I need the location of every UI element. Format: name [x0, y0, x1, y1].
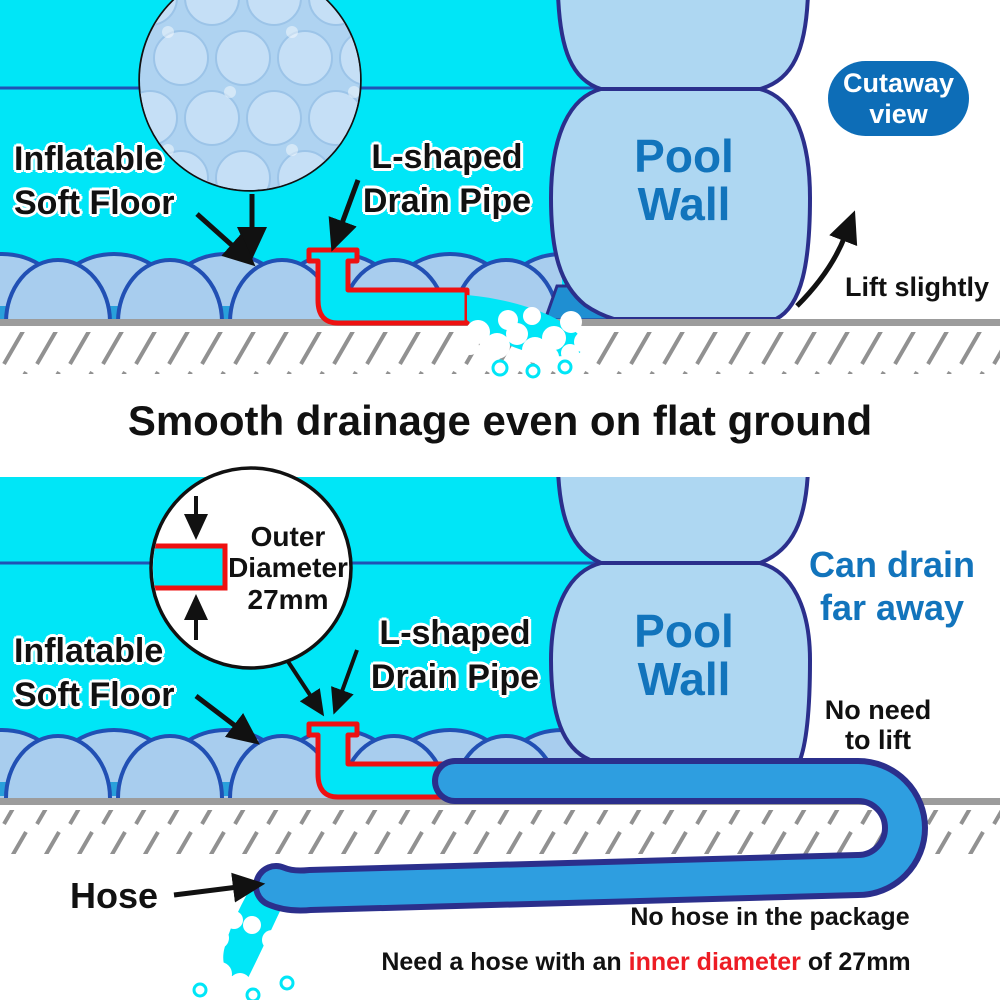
- arrow-magnifier-to-pipe: [285, 658, 325, 717]
- label-soft-floor-bottom: Inflatable Soft Floor: [14, 632, 175, 714]
- arrow-drain-pipe-label: [328, 179, 361, 252]
- label-no-need-to-lift: No need to lift: [824, 695, 932, 756]
- pool-wall: [548, 0, 813, 321]
- arrow-soft-floor: [195, 212, 256, 267]
- arrow-soft-floor: [194, 694, 260, 745]
- note-no-hose: No hose in the package: [630, 903, 910, 931]
- l-shaped-drain-pipe: [306, 721, 473, 800]
- label-pool-wall-top: Pool Wall: [634, 130, 734, 230]
- pipe-cross-section: [153, 543, 228, 591]
- arrow-hose-label: [173, 872, 266, 903]
- label-soft-floor-top: Inflatable Soft Floor: [14, 140, 175, 222]
- bottom-panel-arrows: [173, 649, 359, 903]
- label-can-drain: Can drain far away: [808, 544, 976, 629]
- bubble-texture: [140, 0, 360, 190]
- l-shaped-drain-pipe: [306, 247, 470, 326]
- outer-diameter-magnifier: [149, 466, 353, 670]
- arrow-drain-pipe-label: [331, 649, 359, 715]
- inner-diameter-highlight: inner diameter: [628, 948, 801, 976]
- drain-hose: [253, 758, 928, 914]
- pool-wall: [548, 477, 813, 767]
- top-panel-arrows: [195, 179, 858, 308]
- floor-texture-magnifier: [138, 0, 362, 192]
- drain-water-splash: [461, 295, 596, 379]
- cutaway-view-badge: Cutaway view: [828, 61, 969, 136]
- top-panel: [0, 0, 1000, 379]
- bottom-panel: [0, 466, 1000, 1000]
- label-drain-pipe-bottom: L-shaped Drain Pipe: [370, 614, 540, 696]
- note-hose-diameter: Need a hose with an inner diameter of 27…: [381, 948, 911, 976]
- label-lift-slightly: Lift slightly: [845, 272, 989, 302]
- label-pool-wall-bottom: Pool Wall: [634, 605, 734, 705]
- inflatable-floor: [0, 252, 562, 321]
- label-drain-pipe-top: L-shaped Drain Pipe: [362, 138, 532, 220]
- label-hose: Hose: [70, 875, 159, 916]
- ground-hatching: [0, 810, 1000, 854]
- hose-water-splash: [192, 911, 295, 1000]
- page-title: Smooth drainage even on flat ground: [127, 397, 873, 444]
- arrow-lift-slightly: [795, 210, 858, 308]
- label-outer-diameter: Outer Diameter 27mm: [228, 521, 348, 615]
